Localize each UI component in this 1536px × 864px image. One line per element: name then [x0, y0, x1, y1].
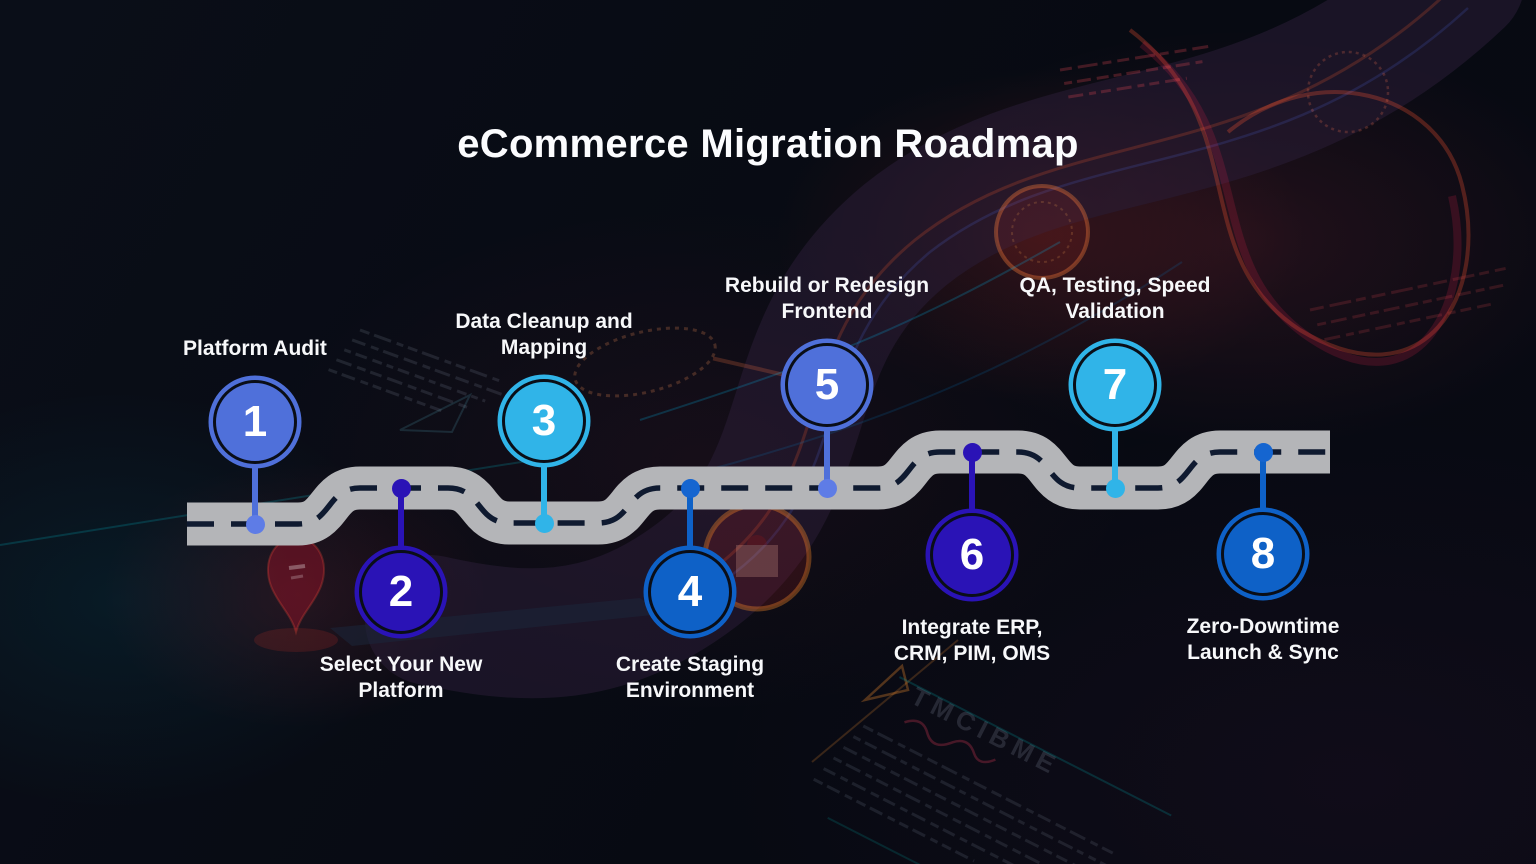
step-label: Rebuild or Redesign Frontend	[724, 274, 930, 323]
step-connector	[687, 488, 693, 552]
step-circle: 7	[1073, 343, 1157, 427]
step-number: 7	[1102, 360, 1128, 409]
step-circle: 5	[785, 343, 869, 427]
step-connector	[541, 461, 547, 523]
map-pin-decoration	[254, 536, 338, 652]
step-number: 2	[388, 567, 414, 616]
step-circle: 6	[930, 513, 1014, 597]
step-road-dot	[534, 513, 554, 533]
step-label: Data Cleanup and Mapping	[455, 310, 633, 359]
road-centerline	[187, 449, 1330, 527]
step-label: Zero-Downtime Launch & Sync	[1186, 615, 1340, 664]
step-connector	[1112, 425, 1118, 488]
step-number: 8	[1250, 529, 1276, 578]
step-road-dot	[680, 478, 700, 498]
step-connector	[824, 425, 830, 488]
step-number: 4	[677, 567, 703, 616]
step-road-dot	[245, 514, 265, 534]
step-connector	[398, 488, 404, 552]
step-connector	[1260, 452, 1266, 514]
step-label: Select Your New Platform	[319, 653, 483, 702]
step-circle: 2	[359, 550, 443, 634]
step-label: Integrate ERP, CRM, PIM, OMS	[893, 616, 1051, 665]
step-road-dot	[962, 442, 982, 462]
page-title: eCommerce Migration Roadmap	[457, 122, 1079, 166]
step-number: 3	[531, 396, 557, 445]
step-label: Platform Audit	[183, 337, 327, 360]
step-circle: 1	[213, 380, 297, 464]
step-number: 1	[242, 397, 268, 446]
step-road-dot	[1105, 478, 1125, 498]
step-number: 5	[814, 360, 840, 409]
step-circle: 3	[502, 379, 586, 463]
step-road-dot	[391, 478, 411, 498]
step-connector	[969, 452, 975, 515]
step-circle: 4	[648, 550, 732, 634]
step-road-dot	[817, 478, 837, 498]
step-number: 6	[959, 530, 985, 579]
step-road-dot	[1253, 442, 1273, 462]
step-label: QA, Testing, Speed Validation	[1019, 274, 1211, 323]
step-connector	[252, 462, 258, 524]
step-circle: 8	[1221, 512, 1305, 596]
step-label: Create Staging Environment	[615, 653, 765, 702]
